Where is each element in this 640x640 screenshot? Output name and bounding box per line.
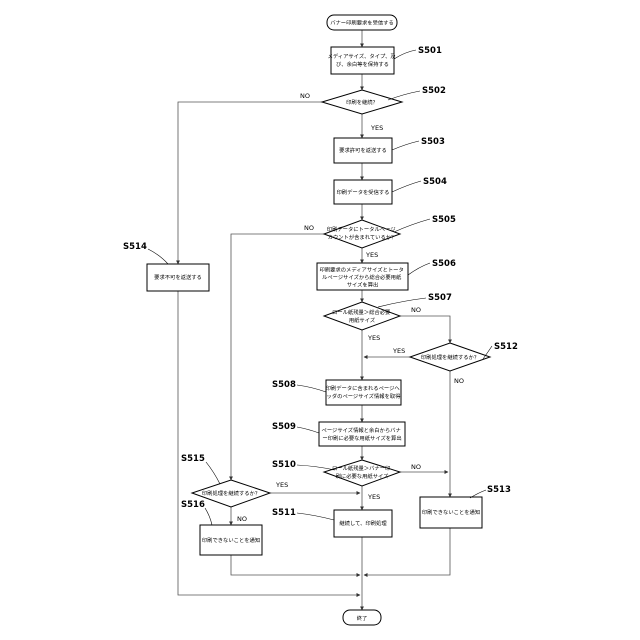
s508-label: S508	[272, 380, 296, 390]
s502-no-label: NO	[300, 92, 310, 100]
s503-leader	[392, 141, 419, 150]
s507-no-label: NO	[411, 306, 421, 314]
s511-leader	[297, 513, 334, 520]
s501-label: S501	[418, 46, 442, 56]
edge-s505-no-s515	[231, 234, 324, 480]
s503-label: S503	[421, 137, 445, 147]
edges	[178, 30, 450, 610]
step-s513: 印刷できないことを通知	[420, 497, 482, 528]
s514-label: S514	[123, 242, 147, 252]
s516-text: 印刷できないことを通知	[202, 536, 260, 544]
end-text: 終了	[357, 614, 368, 622]
step-s501: メディアサイズ、タイプ、及 び、余白等を保持する	[328, 47, 398, 74]
s505-yes-label: YES	[365, 251, 378, 259]
step-s504: 印刷データを受信する	[334, 180, 392, 204]
s504-label: S504	[423, 177, 447, 187]
decision-s510: ロール紙残量＞バナー印 刷に必要な用紙サイズ	[324, 460, 400, 486]
s507-yes-label: YES	[367, 334, 380, 342]
start-text: バナー印刷要求を受信する	[330, 19, 394, 27]
step-s508: 印刷データに含まれるページへ ッダのページサイズ情報を取得	[326, 380, 402, 405]
s502-leader	[388, 91, 420, 100]
s513-label: S513	[487, 485, 511, 495]
s513-text: 印刷できないことを通知	[422, 508, 480, 516]
s505-no-label: NO	[304, 224, 314, 232]
s503-text: 要求許可を返送する	[339, 146, 387, 154]
s509-label: S509	[272, 422, 296, 432]
step-s506: 印刷要求のメディアサイズとトータ ルページサイズから総合必要用紙 サイズを算出	[317, 263, 408, 290]
step-s509: ページサイズ情報と余白からバナ ー印刷に必要な用紙サイズを算出	[319, 422, 405, 446]
s511-text: 継続して、印刷処理	[339, 519, 387, 527]
s508-leader	[297, 385, 326, 392]
s512-yes-label: YES	[392, 347, 405, 355]
s502-label: S502	[422, 86, 446, 96]
s510-leader	[297, 465, 335, 470]
s511-label: S511	[272, 508, 296, 518]
step-s514: 要求不可を返送する	[147, 264, 209, 291]
s507-label: S507	[428, 293, 452, 303]
s510-label: S510	[272, 460, 296, 470]
step-s516: 印刷できないことを通知	[200, 525, 262, 555]
step-s511: 継続して、印刷処理	[334, 510, 392, 537]
s516-leader	[205, 508, 212, 525]
decision-s505: 印刷データにトータルページ カウントが含まれているか？	[324, 220, 400, 248]
s515-leader	[206, 462, 220, 484]
s510-yes-label: YES	[367, 493, 380, 501]
s502-yes-label: YES	[370, 124, 383, 132]
decision-s512: 印刷処理を継続するか？	[410, 343, 490, 371]
s512-text: 印刷処理を継続するか？	[421, 353, 479, 361]
start-terminator: バナー印刷要求を受信する	[327, 15, 397, 30]
s515-text: 印刷処理を継続するか？	[202, 489, 260, 497]
s514-text: 要求不可を返送する	[154, 273, 202, 281]
s510-no-label: NO	[411, 463, 421, 471]
s516-label: S516	[181, 500, 205, 510]
s504-leader	[392, 181, 421, 192]
s504-text: 印刷データを受信する	[337, 188, 390, 196]
s512-label: S512	[494, 342, 518, 352]
s502-text: 印刷を継続？	[346, 98, 378, 106]
s506-label: S506	[432, 259, 456, 269]
s505-label: S505	[432, 215, 456, 225]
edge-s507-no-s512	[400, 316, 450, 343]
end-terminator: 終了	[343, 610, 381, 625]
edge-s502-no-s514	[178, 102, 322, 264]
s515-yes-label: YES	[275, 481, 288, 489]
s505-leader	[394, 219, 430, 232]
s515-label: S515	[181, 454, 205, 464]
decision-s502: 印刷を継続？	[322, 90, 402, 114]
step-s503: 要求許可を返送する	[334, 138, 392, 163]
s509-leader	[297, 427, 319, 433]
decision-s507: ロール紙残量＞総合必要 用紙サイズ	[324, 302, 400, 330]
s515-no-label: NO	[237, 515, 247, 523]
edge-s516-merge	[231, 555, 360, 575]
s514-leader	[148, 249, 168, 264]
s506-leader	[408, 263, 430, 275]
s512-no-label: NO	[454, 377, 464, 385]
